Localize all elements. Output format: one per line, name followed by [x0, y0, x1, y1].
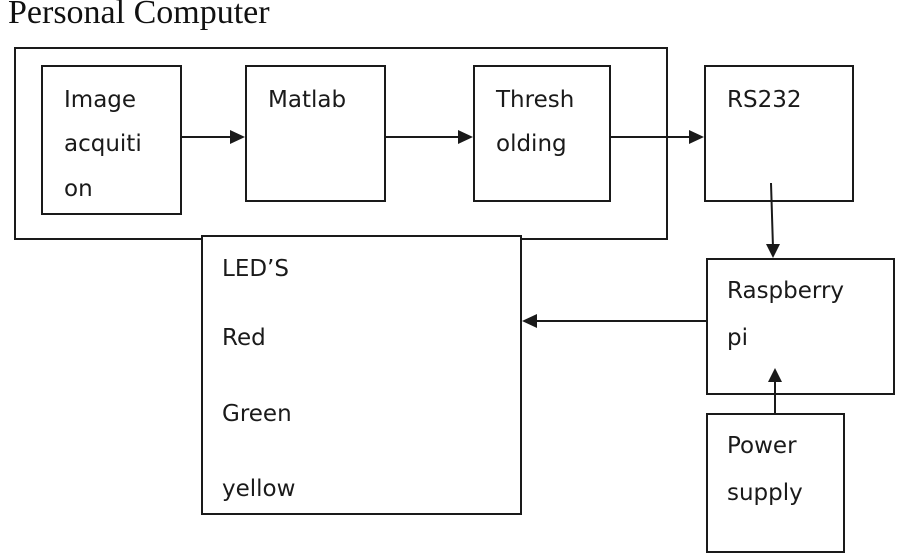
raspberry-pi-label-2: pi [727, 325, 748, 351]
connector-layer [182, 130, 782, 413]
leds-heading: LED’S [222, 256, 289, 282]
power-supply-label-1: Power [727, 433, 797, 459]
arrowhead-to-raspberry-top [766, 244, 780, 258]
rs232-label: RS232 [727, 87, 802, 113]
thresholding-box [473, 65, 611, 202]
image-acquisition-label-1: Image [64, 87, 137, 113]
led-yellow-label: yellow [222, 476, 296, 502]
leds-box [201, 235, 522, 515]
power-supply-box [706, 413, 845, 553]
arrowhead-to-raspberry-bottom [768, 368, 782, 382]
arrowhead-to-thresholding [458, 130, 473, 144]
image-acquisition-label-2: acquiti [64, 131, 142, 157]
thresholding-label-1: Thresh [496, 87, 575, 113]
led-red-label: Red [222, 325, 266, 351]
thresholding-label-2: olding [496, 131, 567, 157]
image-acquisition-label-3: on [64, 176, 93, 202]
matlab-label: Matlab [268, 87, 347, 113]
edge-rs232-to-raspberry [770, 182, 774, 249]
pc-title: Personal Computer [8, 0, 270, 31]
image-acquisition-box [41, 65, 182, 215]
led-green-label: Green [222, 401, 292, 427]
arrowhead-to-leds [522, 314, 537, 328]
power-supply-label-2: supply [727, 480, 803, 506]
raspberry-pi-label-1: Raspberry [727, 278, 845, 304]
arrowhead-to-matlab [230, 130, 245, 144]
raspberry-pi-box [706, 258, 895, 395]
matlab-box [245, 65, 386, 202]
arrowhead-to-rs232 [689, 130, 704, 144]
rs232-box [704, 65, 854, 202]
